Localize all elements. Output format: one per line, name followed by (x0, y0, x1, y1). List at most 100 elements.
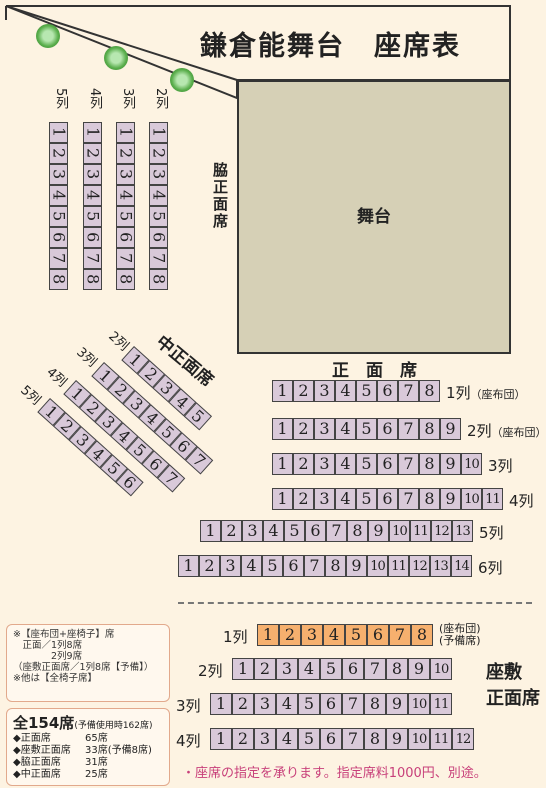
seat: 10 (430, 658, 452, 680)
summary-value: 25席 (85, 769, 108, 780)
seat: 10 (389, 520, 410, 542)
seat: 6 (320, 728, 342, 750)
tree-icon (104, 46, 128, 70)
seat: 3 (314, 418, 335, 440)
seat: 8 (419, 453, 440, 475)
seat: 4 (323, 624, 345, 646)
seat: 6 (377, 380, 398, 402)
waki-row-label: 4列 (87, 88, 102, 110)
seat: 6 (367, 624, 389, 646)
seat: 2 (232, 728, 254, 750)
seat: 8 (83, 269, 102, 290)
seat: 7 (326, 520, 347, 542)
zashiki-row-label: 4列 (176, 732, 201, 750)
seat: 1 (200, 520, 221, 542)
summary-value: 33席(予備8席) (85, 745, 152, 756)
seat: 12 (431, 520, 452, 542)
seat: 2 (199, 555, 220, 577)
seat: 4 (276, 728, 298, 750)
seat: 1 (272, 453, 293, 475)
seat: 8 (325, 555, 346, 577)
shomen-row-label: 5列 (479, 522, 504, 543)
seat: 5 (345, 624, 367, 646)
seat: 9 (440, 453, 461, 475)
seat: 2 (116, 143, 135, 164)
seat: 1 (272, 418, 293, 440)
seat: 7 (304, 555, 325, 577)
seat: 4 (298, 658, 320, 680)
seat: 5 (298, 693, 320, 715)
shomen-row-label: 1列（座布団） (446, 382, 526, 403)
seat: 12 (409, 555, 430, 577)
seat: 7 (398, 453, 419, 475)
seat: 6 (305, 520, 326, 542)
seat: 7 (149, 248, 168, 269)
seat: 1 (178, 555, 199, 577)
waki-row-label: 5列 (53, 88, 68, 110)
seat: 8 (364, 693, 386, 715)
seat: 2 (293, 380, 314, 402)
shomen-section-label: 正 面 席 (332, 361, 417, 381)
shomen-row-label: 3列 (488, 455, 513, 476)
summary-total: 全154席 (13, 714, 75, 732)
zashiki-row-label: 3列 (176, 697, 201, 715)
note-line: ※他は【全椅子席】 (13, 673, 97, 684)
seat: 4 (263, 520, 284, 542)
row-label-sub: （座布団） (491, 426, 546, 439)
waki-row-label: 3列 (120, 88, 135, 110)
seat: 1 (116, 122, 135, 143)
row-label-text: 2列 (467, 422, 492, 440)
seat: 1 (257, 624, 279, 646)
seat: 7 (398, 380, 419, 402)
seat: 3 (242, 520, 263, 542)
seat: 11 (482, 488, 503, 510)
seat: 5 (356, 488, 377, 510)
seat: 1 (210, 693, 232, 715)
seat: 5 (298, 728, 320, 750)
seat: 2 (49, 143, 68, 164)
seat: 5 (149, 206, 168, 227)
summary-title: 全154席(予備使用時162席) (13, 712, 163, 733)
seat: 13 (452, 520, 473, 542)
seat: 8 (419, 380, 440, 402)
seat: 11 (430, 728, 452, 750)
seat: 13 (430, 555, 451, 577)
divider-line (178, 602, 532, 604)
seat: 8 (49, 269, 68, 290)
seat: 4 (335, 488, 356, 510)
seat: 5 (320, 658, 342, 680)
seat: 4 (83, 185, 102, 206)
reservation-footnote: ・座席の指定を承ります。指定席料1000円、別途。 (182, 766, 487, 781)
seat: 5 (116, 206, 135, 227)
seat: 6 (83, 227, 102, 248)
seat-type-notes: ※【座布団+座椅子】席 正面／1列8席 2列9席 （座敷正面席／1列8席【予備】… (6, 624, 170, 702)
seat: 6 (377, 488, 398, 510)
seat: 3 (314, 380, 335, 402)
seat: 5 (356, 418, 377, 440)
seat: 9 (368, 520, 389, 542)
seat: 10 (408, 728, 430, 750)
note-line: （座敷正面席／1列8席【予備】） (13, 662, 154, 673)
seat: 5 (356, 453, 377, 475)
seat: 4 (116, 185, 135, 206)
seat: 5 (262, 555, 283, 577)
seat: 3 (49, 164, 68, 185)
seat: 7 (49, 248, 68, 269)
seat: 7 (364, 658, 386, 680)
naka-row-label: 3列 (73, 344, 100, 371)
row-label-text: 5列 (479, 524, 504, 542)
seat: 3 (314, 453, 335, 475)
seat: 3 (254, 728, 276, 750)
stage-label: 舞台 (357, 207, 391, 227)
naka-row-label: 4列 (43, 364, 70, 391)
row-label-text: 3列 (488, 457, 513, 475)
seat: 7 (342, 693, 364, 715)
seat: 1 (210, 728, 232, 750)
seat: 6 (320, 693, 342, 715)
seat: 10 (461, 453, 482, 475)
seat: 3 (314, 488, 335, 510)
seat: 9 (346, 555, 367, 577)
